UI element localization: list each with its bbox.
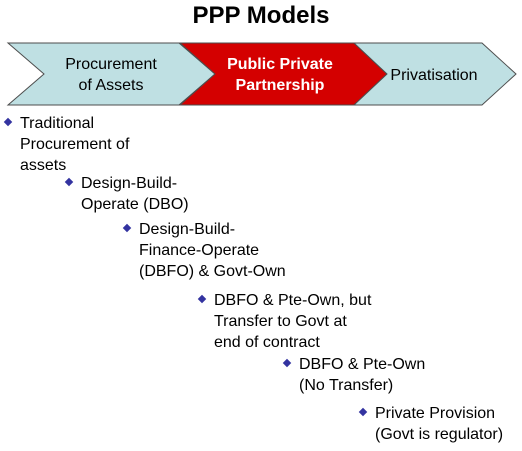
model-line: Traditional [20, 115, 95, 132]
model-line: Private Provision [375, 405, 496, 422]
bullet-diamond-icon [122, 223, 132, 233]
model-line: Transfer to Govt at [214, 313, 347, 330]
bullet-diamond-icon [64, 177, 74, 187]
model-line: DBFO & Pte-Own, but [214, 292, 372, 309]
chevron-label-line-2: of Assets [78, 77, 144, 94]
chevron-privatisation [352, 42, 517, 106]
model-line: (No Transfer) [299, 377, 394, 394]
model-private-provision: Private Provision (Govt is regulator) [358, 403, 504, 445]
bullet-diamond-icon [197, 294, 207, 304]
chevron-label-line-1: Procurement [65, 56, 157, 73]
chevron-label-line-1: Privatisation [390, 66, 478, 84]
chevron-label-line-2: Partnership [235, 77, 325, 94]
chevron-procurement-of-assets [6, 42, 216, 106]
bullet-diamond-icon [358, 407, 368, 417]
bullet-diamond-icon [282, 358, 292, 368]
model-dbfo-pte-own-transfer: DBFO & Pte-Own, but Transfer to Govt at … [197, 290, 372, 353]
model-line: Design-Build- [81, 175, 178, 192]
model-line: Finance-Operate [139, 242, 260, 259]
model-line: Procurement of [20, 136, 130, 153]
diagram-title: PPP Models [192, 2, 330, 29]
model-line: (DBFO) & Govt-Own [139, 263, 286, 280]
model-line: assets [20, 157, 67, 174]
model-line: end of contract [214, 334, 320, 351]
model-dbo: Design-Build- Operate (DBO) [64, 173, 189, 215]
ppp-spectrum-arrow [6, 42, 517, 106]
model-line: Design-Build- [139, 221, 236, 238]
model-dbfo-pte-own-no-transfer: DBFO & Pte-Own (No Transfer) [282, 354, 426, 396]
chevron-label-ppp: Public Private Partnership [210, 54, 350, 96]
chevron-label-procurement: Procurement of Assets [48, 54, 174, 96]
model-line: (Govt is regulator) [375, 426, 504, 443]
model-line: DBFO & Pte-Own [299, 356, 426, 373]
chevron-label-line-1: Public Private [227, 56, 333, 73]
chevron-label-privatisation: Privatisation [382, 54, 486, 96]
model-traditional-procurement: Traditional Procurement of assets [3, 113, 130, 176]
model-line: Operate (DBO) [81, 196, 189, 213]
model-dbfo-govt-own: Design-Build- Finance-Operate (DBFO) & G… [122, 219, 286, 282]
